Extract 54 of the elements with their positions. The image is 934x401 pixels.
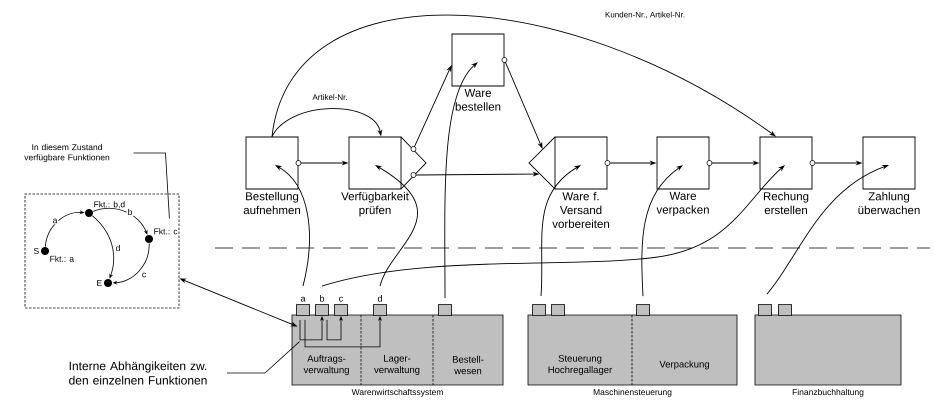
node-label: Ware bestellen (456, 88, 500, 111)
process-box: Rechung erstellen (760, 136, 816, 214)
interface-port (532, 304, 546, 316)
node-label: Warenwirtschaftssystem (352, 388, 443, 397)
interface-port (758, 304, 772, 316)
process-box: Ware bestellen (452, 34, 508, 111)
node-label: Rechung erstellen (764, 192, 808, 214)
module-label: Steuerung Hochregallager (548, 355, 612, 375)
node-label: Verfügbarkeit prüfen (341, 192, 409, 216)
edge-label: d (114, 244, 122, 252)
node-label: S (34, 248, 39, 254)
node-label: Finanzbuchhaltung (792, 388, 864, 397)
process-box: Bestellung aufnehmen (244, 136, 302, 214)
interface-port: d (373, 295, 387, 316)
interface-port: a (296, 296, 310, 316)
edge-label: Artikel-Nr. (311, 93, 349, 101)
system-box: Finanzbuchhaltung (754, 314, 902, 397)
module-label: Verpackung (659, 360, 709, 370)
node-label: d (378, 295, 382, 302)
process-box: Zahlung überwachen (858, 136, 920, 214)
arrow (272, 108, 382, 137)
node-label: Bestellung aufnehmen (244, 192, 300, 214)
module-label: Bestell-wesen (452, 356, 484, 374)
leader-line (133, 152, 170, 219)
node-label: Ware verpacken (656, 192, 709, 216)
node-label: a (300, 296, 306, 302)
process-box: Ware f. Versand vorbereiten (528, 136, 610, 228)
node-label: Ware f. Versand vorbereiten (552, 192, 610, 228)
module-label: Auftrags-verwaltung (304, 354, 349, 376)
node-label: Maschinensteuerung (594, 388, 672, 397)
interface-port (438, 304, 452, 316)
interface-port: c (334, 296, 348, 316)
node-label: Fkt.: b,d (94, 201, 125, 208)
node-label: b (320, 295, 324, 302)
node-label: Fkt.: a (50, 256, 74, 262)
interface-port (636, 304, 650, 316)
node-label: Zahlung überwachen (858, 192, 920, 214)
interface-port (551, 304, 565, 316)
interface-port (778, 304, 792, 316)
annotation-text: In diesem Zustand verfügbare Funktionen (24, 144, 110, 162)
interface-port: b (315, 295, 329, 316)
node-label: c (339, 296, 344, 302)
edge-label: c (140, 272, 148, 278)
process-box: Verfügbarkeit prüfen (341, 136, 427, 216)
edge-label: Kunden-Nr., Artikel-Nr. (604, 10, 686, 20)
annotation-text: Interne Abhängikeiten zw. den einzelnen Funktionen (69, 361, 207, 385)
module-label: Lager-verwaltung (374, 355, 420, 375)
state-frame (24, 194, 180, 308)
node-label: E (97, 280, 102, 286)
edge-label: a (52, 218, 58, 224)
leader-line (226, 341, 300, 374)
process-box: Ware verpacken (656, 136, 712, 216)
node-label: Fkt.: c (154, 228, 178, 234)
edge-label: b (126, 208, 134, 216)
